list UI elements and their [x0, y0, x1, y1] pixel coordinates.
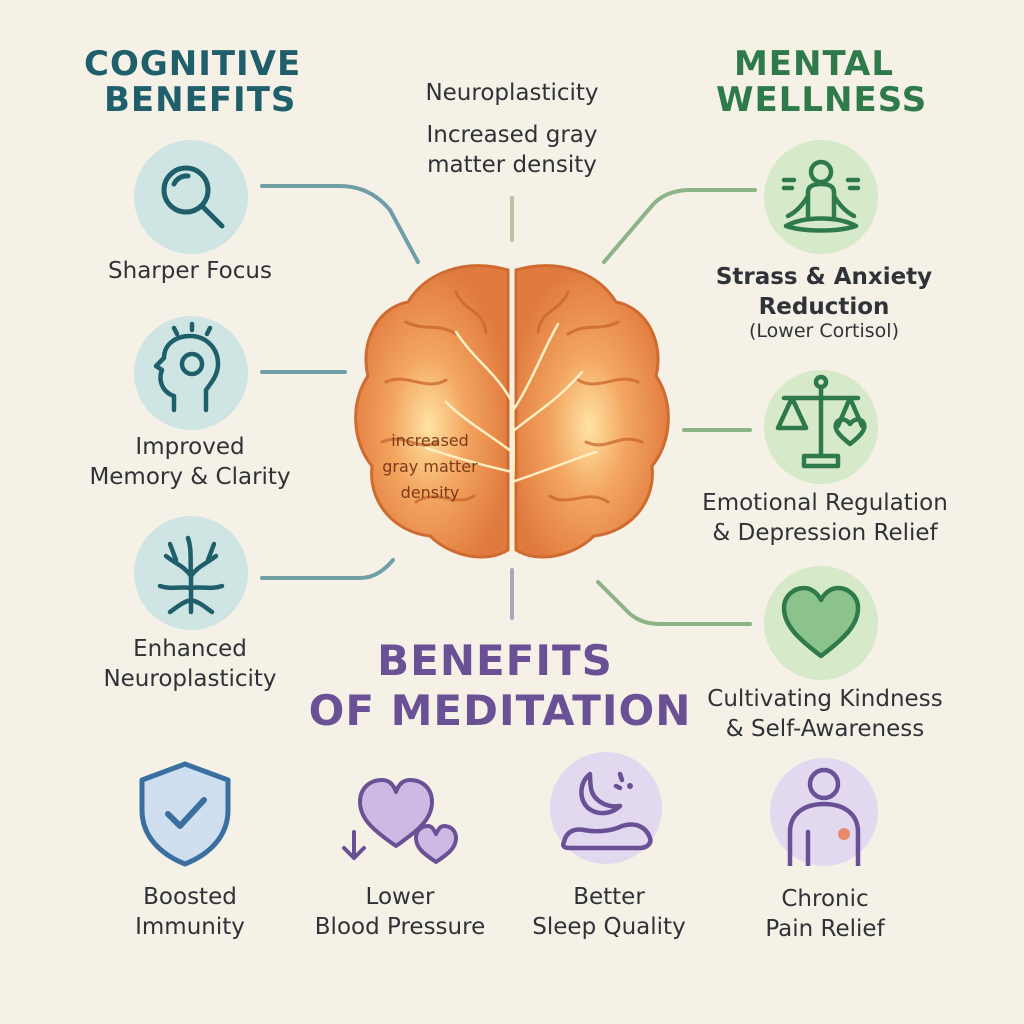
hearts-arrow-down-icon: [342, 778, 458, 864]
memory-clarity-label: Improved Memory & Clarity: [89, 434, 291, 490]
brain-illustration: increased gray matter density: [354, 264, 670, 559]
kindness-awareness-label: Cultivating Kindness & Self-Awareness: [707, 686, 943, 742]
head-profile-icon: [134, 316, 248, 430]
immunity-label: Boosted Immunity: [135, 884, 245, 940]
enhanced-neuroplasticity-label: Enhanced Neuroplasticity: [103, 636, 277, 692]
cognitive-heading: COGNITIVE BENEFITS: [84, 44, 302, 120]
connector-stress: [602, 188, 757, 264]
main-title: BENEFITS OF MEDITATION: [308, 636, 692, 735]
meditating-person-icon: [764, 140, 878, 254]
connector-neuro: [260, 558, 395, 580]
brain-inner-line1: increased: [391, 431, 469, 450]
emotional-regulation-label: Emotional Regulation & Depression Relief: [702, 490, 948, 546]
connector-focus: [260, 184, 420, 264]
brain-inner-line2: gray matter: [382, 457, 478, 476]
brain-right-hemisphere: [514, 264, 670, 559]
magnifier-icon: [134, 140, 248, 254]
neuron-icon: [134, 516, 248, 630]
stress-anxiety-label: Strass & Anxiety Reduction: [715, 264, 933, 320]
brain-left-hemisphere: [354, 264, 510, 559]
neuroplasticity-label: Neuroplasticity: [425, 80, 599, 106]
heart-icon: [764, 566, 878, 680]
sleep-quality-label: Better Sleep Quality: [532, 884, 686, 940]
balance-scale-icon: [764, 370, 878, 484]
connector-kindness: [596, 580, 752, 626]
gray-matter-label: Increased gray matter density: [426, 122, 598, 178]
shield-check-icon: [139, 761, 231, 867]
body-pain-icon: [770, 758, 878, 866]
mental-heading: MENTAL WELLNESS: [716, 44, 928, 120]
moon-pillow-icon: [550, 752, 662, 864]
brain-inner-line3: density: [401, 483, 460, 502]
blood-pressure-label: Lower Blood Pressure: [314, 884, 486, 940]
pain-relief-label: Chronic Pain Relief: [765, 886, 885, 942]
lower-cortisol-label: (Lower Cortisol): [748, 320, 899, 342]
sharper-focus-label: Sharper Focus: [108, 258, 272, 284]
